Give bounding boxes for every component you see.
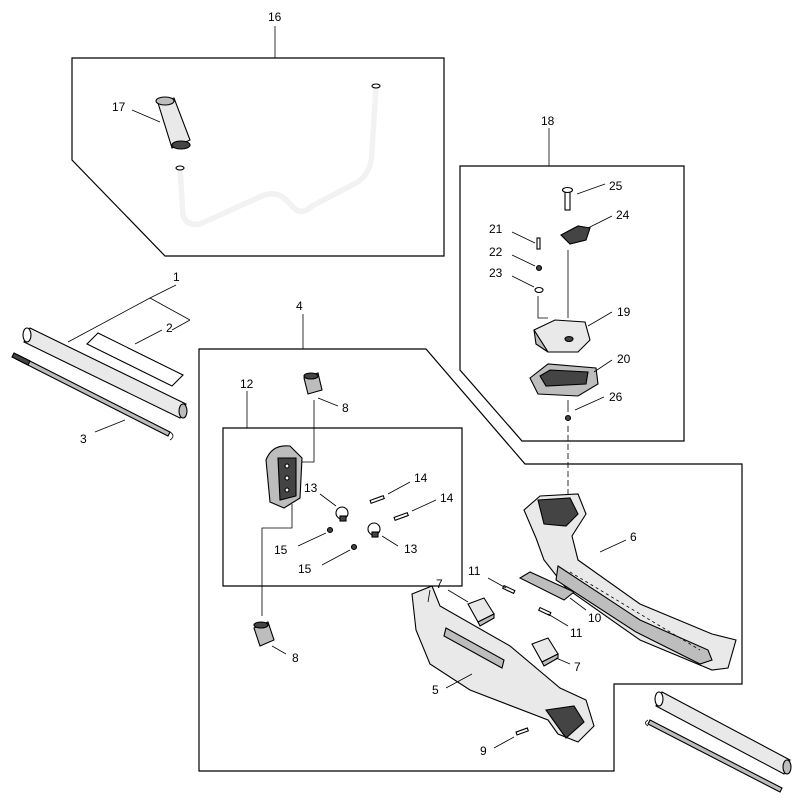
knob-part-8-top (303, 372, 323, 395)
callout-18: 18 (541, 114, 555, 128)
callout-26: 26 (609, 390, 623, 404)
callout-19: 19 (617, 305, 631, 319)
callout-3: 3 (80, 432, 87, 446)
callout-8a: 8 (342, 401, 349, 415)
lever-part-24 (560, 225, 591, 245)
drive-shaft-part-3 (11, 352, 174, 441)
handle-bar (179, 85, 377, 225)
housing-part-5 (411, 585, 595, 743)
clamp-part-13-a (335, 506, 349, 522)
clamp-body (265, 445, 303, 509)
clamp-kit-box (222, 427, 463, 587)
callout-5: 5 (432, 683, 439, 697)
callout-24: 24 (616, 208, 630, 222)
callout-14b: 14 (440, 491, 454, 505)
handle-assembly-box (198, 348, 743, 772)
callout-20: 20 (617, 352, 631, 366)
lower-shaft-group (645, 691, 792, 793)
plate-part-20 (529, 363, 599, 397)
handle-kit-box (71, 57, 445, 257)
trigger-kit-box (459, 165, 685, 442)
plate-part-10 (518, 571, 576, 601)
clip-part-7-a (467, 597, 495, 627)
bolt-part-25 (561, 186, 574, 211)
callout-2: 2 (166, 321, 173, 335)
callout-6: 6 (630, 530, 637, 544)
callout-8b: 8 (292, 651, 299, 665)
callout-12: 12 (240, 377, 254, 391)
callout-14a: 14 (414, 471, 428, 485)
clamp-part-13-b (367, 522, 381, 538)
callout-23: 23 (489, 266, 503, 280)
callout-22: 22 (489, 245, 503, 259)
sheet-part-2 (86, 332, 184, 387)
callout-16: 16 (268, 10, 282, 24)
callout-11b: 11 (570, 626, 583, 640)
callout-7b: 7 (574, 660, 581, 674)
callout-9: 9 (480, 744, 487, 758)
shaft-group: 1 2 3 (11, 270, 191, 446)
handle-kit-group: 16 17 (71, 10, 445, 257)
callout-13b: 13 (404, 542, 418, 556)
callout-15a: 15 (274, 543, 288, 557)
callout-4: 4 (296, 299, 303, 313)
handle-assembly-group: 4 8 12 13 (198, 299, 743, 772)
handle-part-6 (523, 493, 737, 671)
callout-13a: 13 (304, 481, 318, 495)
callout-15b: 15 (298, 562, 312, 576)
callout-1: 1 (173, 270, 180, 284)
trigger-kit-group: 18 25 24 21 22 23 19 (459, 114, 685, 442)
trigger-part-19 (533, 319, 591, 353)
tube-part-1 (22, 327, 188, 419)
callout-10: 10 (588, 611, 602, 625)
callout-21: 21 (489, 222, 503, 236)
callout-25: 25 (609, 179, 623, 193)
callout-7a: 7 (436, 577, 443, 591)
callout-11a: 11 (468, 564, 481, 578)
clip-part-7-b (531, 637, 559, 667)
knob-part-8-bottom (253, 621, 275, 647)
callout-17: 17 (112, 100, 126, 114)
grip-part-17 (155, 96, 191, 150)
